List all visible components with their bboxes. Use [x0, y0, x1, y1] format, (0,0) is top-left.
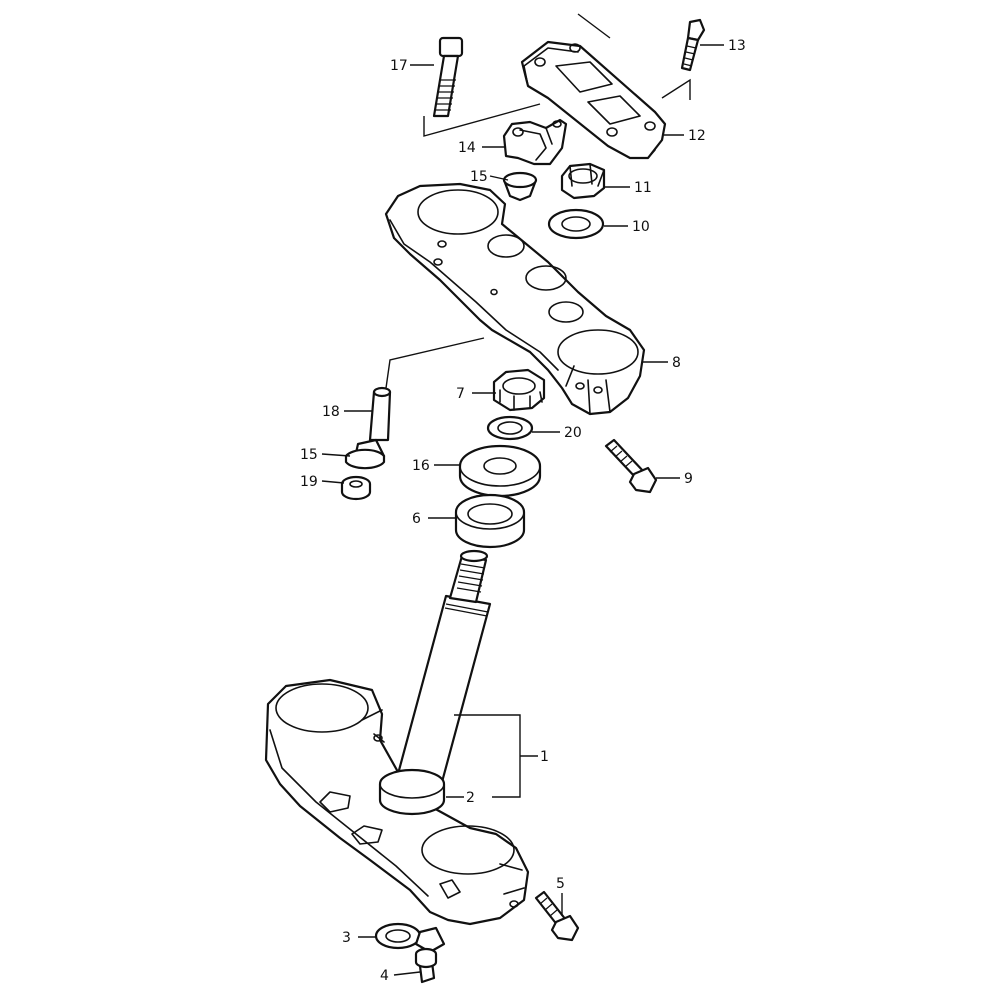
part-19-grommet — [340, 475, 372, 501]
part-4-bolt — [414, 947, 438, 984]
alignment-line-17 — [423, 103, 541, 137]
part-9-bolt — [604, 438, 658, 494]
callout-6: 6 — [412, 511, 421, 527]
part-12-handlebar-clamp — [520, 40, 667, 160]
part-14-bar-holder — [502, 118, 568, 166]
part-16-dust-seal — [458, 444, 542, 498]
part-15-bush-upper — [502, 171, 538, 202]
callout-11: 11 — [634, 180, 652, 196]
callout-18: 18 — [322, 404, 340, 420]
callout-labels: 13 12 17 14 11 15 10 8 7 20 18 16 9 15 1… — [300, 38, 746, 984]
callout-5: 5 — [556, 876, 565, 892]
part-3-clamp — [374, 922, 446, 954]
alignment-line-18 — [385, 337, 485, 389]
callout-13: 13 — [728, 38, 746, 54]
part-10-washer — [547, 208, 605, 240]
part-13-bolt — [680, 18, 706, 72]
callout-4: 4 — [380, 968, 389, 984]
callout-20: 20 — [564, 425, 582, 441]
callout-10: 10 — [632, 219, 650, 235]
callout-8: 8 — [672, 355, 681, 371]
part-5-bolt — [534, 890, 580, 942]
part-18-collar — [368, 386, 392, 442]
callout-19: 19 — [300, 474, 318, 490]
part-8-upper-bracket — [384, 182, 646, 416]
leader-lines — [321, 44, 724, 976]
part-6-bearing — [454, 493, 526, 549]
callout-17: 17 — [390, 58, 408, 74]
callout-15-upper: 15 — [470, 169, 488, 185]
alignment-line-13 — [577, 13, 691, 100]
part-15-bush-lower — [344, 438, 386, 470]
part-2-lower-bearing — [378, 768, 446, 816]
callout-7: 7 — [456, 386, 465, 402]
part-17-bolt — [432, 36, 464, 118]
callout-9: 9 — [684, 471, 693, 487]
part-7-lock-nut — [492, 368, 546, 412]
callout-15-lower: 15 — [300, 447, 318, 463]
part-1-steering-stem — [264, 549, 530, 926]
callout-1: 1 — [540, 749, 549, 765]
callout-3: 3 — [342, 930, 351, 946]
part-20-washer — [486, 415, 534, 441]
part-11-stem-nut — [560, 162, 606, 200]
callout-16: 16 — [412, 458, 430, 474]
callout-14: 14 — [458, 140, 476, 156]
callout-12: 12 — [688, 128, 706, 144]
callout-2: 2 — [466, 790, 475, 806]
